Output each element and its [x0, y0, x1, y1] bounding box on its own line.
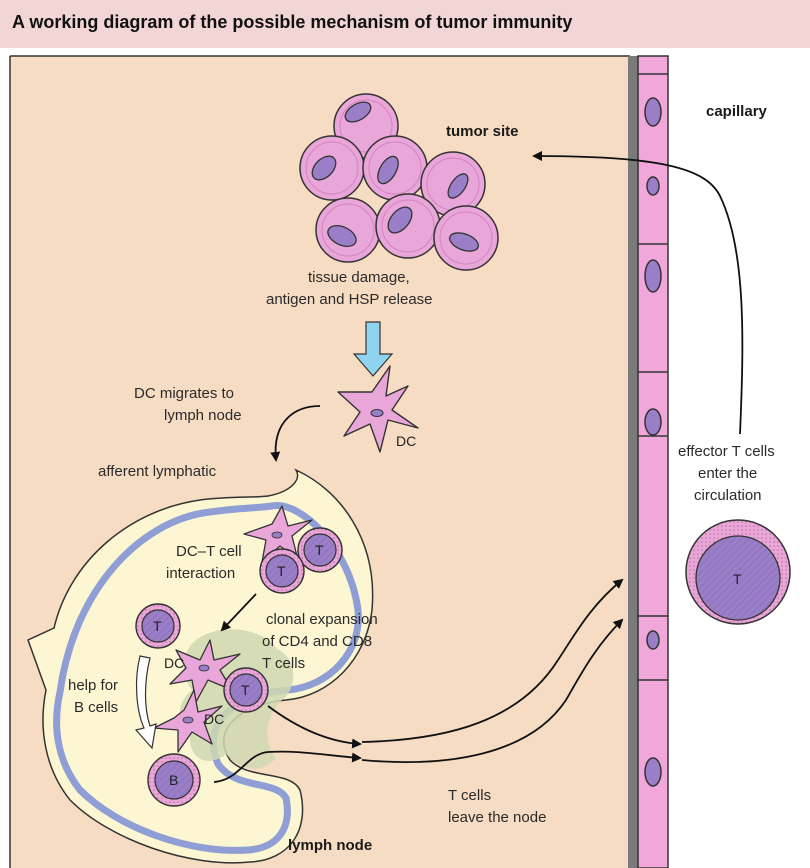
- capillary-nuclei: [644, 97, 662, 787]
- tumor-cell: [315, 197, 381, 263]
- b-cell-label: B: [169, 772, 178, 788]
- dendritic-cell-node-3-nucleus: [182, 716, 194, 724]
- effector-t-cell-label: T: [733, 571, 742, 587]
- dc-migrates-label-2: lymph node: [164, 407, 242, 424]
- effector-label-2: enter the: [698, 465, 757, 482]
- interaction-arrow: [220, 593, 257, 632]
- t-cell-label: T: [241, 682, 250, 698]
- t-cell: T: [223, 667, 269, 713]
- dc-label-node-2: DC: [164, 655, 184, 671]
- help-for-b-cells-arrow: [134, 655, 157, 750]
- effector-label-1: effector T cells: [678, 443, 775, 460]
- dendritic-cell-node-1-nucleus: [271, 531, 283, 539]
- tumor-cell: [375, 193, 441, 259]
- t-cells-leave-label-2: leave the node: [448, 809, 546, 826]
- t-cell: T: [297, 527, 343, 573]
- dendritic-cell-node-2-nucleus: [198, 664, 210, 672]
- capillary-wall: [637, 55, 669, 868]
- dendritic-cell-tissue: [337, 365, 419, 453]
- clonal-expansion-label-2: of CD4 and CD8: [262, 633, 372, 650]
- capillary-dark-band: [628, 56, 638, 868]
- clonal-expansion-label-1: clonal expansion: [266, 611, 378, 628]
- title-bar: A working diagram of the possible mechan…: [0, 0, 810, 48]
- dc-label-tissue: DC: [396, 433, 416, 449]
- lymph-node-inner-rim: [53, 502, 362, 854]
- tumor-cell: [299, 135, 365, 201]
- clonal-expansion-label-3: T cells: [262, 655, 305, 672]
- dendritic-cell-nucleus: [370, 409, 384, 417]
- b-cell: B: [147, 753, 201, 807]
- t-cells-leave-arrow-2: [361, 618, 624, 763]
- t-cells-leave-arrow-1: [361, 578, 624, 743]
- dc-migrates-label-1: DC migrates to: [134, 385, 234, 402]
- help-for-label-1: help for: [68, 677, 118, 694]
- tumor-cell: [433, 205, 499, 271]
- tissue-damage-label-1: tissue damage,: [308, 269, 410, 286]
- t-cell-label: T: [277, 563, 286, 579]
- t-cell-exit-arrow-1: [267, 705, 362, 749]
- t-cells-leave-label-1: T cells: [448, 787, 491, 804]
- b-cell-exit-arrow: [213, 750, 362, 783]
- t-cell-label: T: [153, 618, 162, 634]
- dc-label-node-3: DC: [204, 711, 224, 727]
- dc-migration-arrow: [270, 405, 321, 462]
- capillary-label: capillary: [706, 103, 768, 120]
- tumor-cell-cluster: [299, 93, 499, 271]
- dc-t-interaction-label-2: interaction: [166, 565, 235, 582]
- tumor-cell: [362, 135, 428, 201]
- lymph-node-label: lymph node: [288, 837, 372, 854]
- effector-t-cell: T: [685, 519, 791, 625]
- release-down-arrow: [352, 321, 394, 377]
- capillary-wall-cells: [638, 73, 668, 681]
- tissue-damage-label-2: antigen and HSP release: [266, 291, 433, 308]
- tumor-site-label: tumor site: [446, 123, 519, 140]
- effector-label-3: circulation: [694, 487, 762, 504]
- t-cell: T: [259, 548, 305, 594]
- t-cell: T: [135, 603, 181, 649]
- dc-t-interaction-label-1: DC–T cell: [176, 543, 242, 560]
- t-cell-label: T: [315, 542, 324, 558]
- diagram-title: A working diagram of the possible mechan…: [12, 12, 573, 32]
- help-for-label-2: B cells: [74, 699, 118, 716]
- afferent-lymphatic-label: afferent lymphatic: [98, 463, 217, 480]
- circulation-to-tumor-arrow: [532, 151, 744, 435]
